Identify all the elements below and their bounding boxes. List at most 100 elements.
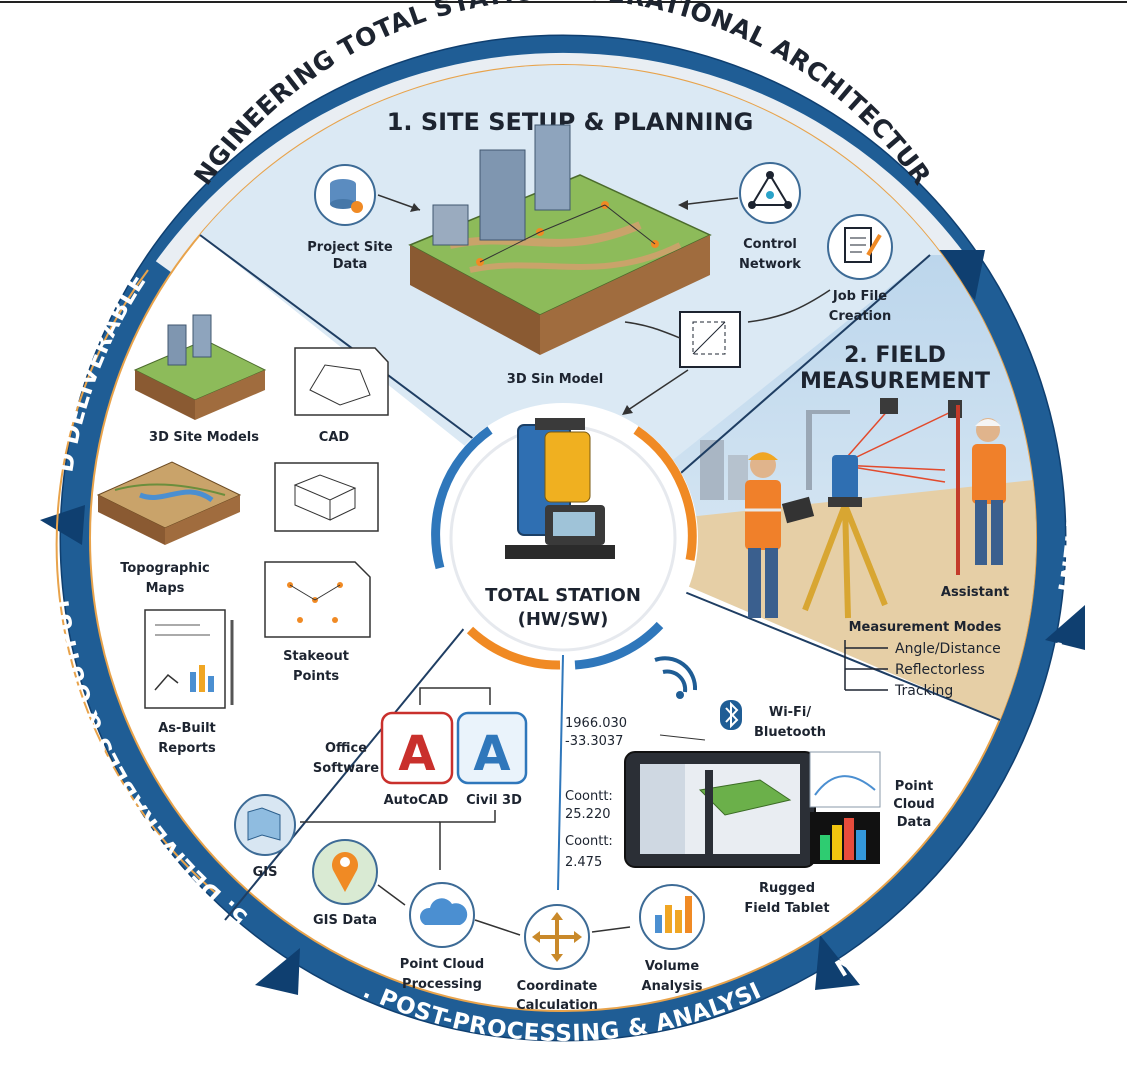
ring-arrow-4 bbox=[255, 948, 300, 995]
section-accent-arc bbox=[55, 269, 219, 896]
coordinate-readout: Coontt: bbox=[565, 789, 613, 804]
point-cloud-processing-label: Processing bbox=[402, 977, 482, 992]
job-file-icon bbox=[827, 214, 893, 280]
flow-arrow bbox=[474, 919, 521, 936]
project-site-data-label: Project Site bbox=[307, 240, 393, 255]
asbuilt-report-icon bbox=[144, 609, 234, 709]
gis-data-icon bbox=[312, 839, 378, 905]
point-cloud-processing-label: Point Cloud bbox=[400, 957, 484, 972]
cloud-icon bbox=[409, 882, 475, 948]
coordinate-calculation-label: Calculation bbox=[516, 998, 598, 1013]
coordinate-readout: 1966.030 bbox=[565, 716, 627, 731]
asbuilt-reports-label: As-Built bbox=[158, 721, 215, 736]
center-title: TOTAL STATION bbox=[485, 585, 641, 606]
control-network-label: Control bbox=[743, 237, 797, 252]
flow-arrow bbox=[377, 884, 406, 906]
mode-tracking: Tracking bbox=[894, 683, 953, 699]
assistant-figure bbox=[956, 405, 1006, 575]
coordinate-icon bbox=[524, 904, 590, 970]
point-cloud-graph bbox=[809, 751, 881, 808]
volume-analysis-label: Analysis bbox=[642, 979, 703, 994]
office-software-label: Office bbox=[325, 741, 367, 756]
rugged-tablet-label: Field Tablet bbox=[744, 901, 829, 916]
point-cloud-data-label: Point bbox=[895, 779, 933, 794]
arrow-head bbox=[678, 200, 688, 210]
cad-drawing-icon bbox=[274, 462, 379, 532]
software-bracket bbox=[419, 687, 491, 705]
measurement-modes-title: Measurement Modes bbox=[849, 620, 1002, 635]
civil3d-label: Civil 3D bbox=[466, 793, 522, 808]
autocad-icon: A bbox=[380, 711, 454, 785]
ring-arrow-2 bbox=[1045, 605, 1085, 650]
civil3d-letter: A bbox=[473, 726, 510, 782]
divider-line bbox=[199, 234, 476, 441]
ring-arrow-3 bbox=[815, 935, 860, 990]
cad-label: CAD bbox=[319, 430, 350, 445]
center-subtitle: (HW/SW) bbox=[518, 609, 609, 630]
bluetooth-icon bbox=[720, 700, 742, 730]
control-network-icon bbox=[739, 162, 801, 224]
point-cloud-data-label: Data bbox=[897, 815, 932, 830]
rugged-tablet-label: Rugged bbox=[759, 881, 815, 896]
coordinate-readout: 2.475 bbox=[565, 855, 602, 870]
flow-arrow bbox=[624, 369, 689, 413]
assistant-label: Assistant bbox=[941, 585, 1009, 600]
job-file-creation-label: Creation bbox=[829, 309, 891, 324]
drawing-sheet-icon bbox=[679, 311, 741, 368]
gis-data-label: GIS Data bbox=[313, 913, 377, 928]
mode-reflectorless: Reflectorless bbox=[895, 662, 985, 678]
3d-site-model bbox=[408, 124, 712, 355]
coordinate-readout: -33.3037 bbox=[565, 734, 623, 749]
coordinate-readout: 25.220 bbox=[565, 807, 611, 822]
point-cloud-heatmap bbox=[810, 812, 880, 864]
divider-line bbox=[649, 254, 931, 501]
building-silhouette bbox=[728, 455, 748, 500]
wifi-bluetooth-label: Wi-Fi/ bbox=[769, 705, 812, 720]
building-silhouette bbox=[700, 440, 724, 500]
mode-angle-distance: Angle/Distance bbox=[895, 641, 1001, 657]
stakeout-points-label: Stakeout bbox=[283, 649, 349, 664]
topographic-maps-label: Maps bbox=[146, 581, 185, 596]
gis-label: GIS bbox=[253, 865, 278, 880]
autocad-label: AutoCAD bbox=[384, 793, 449, 808]
flow-arrow bbox=[624, 321, 681, 339]
cad-document-icon bbox=[294, 347, 389, 416]
modes-bracket bbox=[844, 640, 888, 691]
tripod-instrument bbox=[802, 455, 888, 619]
asbuilt-reports-label: Reports bbox=[158, 741, 216, 756]
stakeout-points-label: Points bbox=[293, 669, 339, 684]
rugged-field-tablet bbox=[624, 751, 816, 868]
flow-arrow bbox=[591, 926, 631, 933]
autocad-letter: A bbox=[398, 726, 435, 782]
crane-silhouette bbox=[806, 410, 812, 490]
job-file-creation-label: Job File bbox=[832, 289, 887, 304]
volume-analysis-label: Volume bbox=[645, 959, 700, 974]
section2-title: MEASUREMENT bbox=[800, 369, 990, 394]
flow-arrow bbox=[679, 197, 739, 206]
readout-leader bbox=[659, 734, 706, 741]
topographic-maps-label: Topographic bbox=[120, 561, 210, 576]
topographic-map-icon bbox=[96, 461, 242, 545]
office-software-label: Software bbox=[313, 761, 379, 776]
gis-icon bbox=[234, 794, 296, 856]
model-label: 3D Sin Model bbox=[507, 372, 603, 387]
site-model-thumbnail bbox=[133, 314, 267, 420]
wifi-icon bbox=[654, 656, 698, 699]
wifi-bluetooth-label: Bluetooth bbox=[754, 725, 826, 740]
ring-arrow-5 bbox=[40, 505, 85, 545]
divider-line bbox=[654, 579, 1001, 721]
arrow-head bbox=[410, 203, 420, 212]
coordinate-calculation-label: Coordinate bbox=[517, 979, 598, 994]
stakeout-sheet-icon bbox=[264, 561, 371, 638]
site-models-label: 3D Site Models bbox=[149, 430, 259, 445]
divider-line bbox=[224, 614, 476, 921]
surveyor-figure bbox=[745, 452, 815, 618]
control-network-label: Network bbox=[739, 257, 801, 272]
section2-title: 2. FIELD bbox=[844, 343, 946, 368]
center-connector bbox=[557, 654, 564, 891]
point-cloud-data-label: Cloud bbox=[893, 797, 935, 812]
volume-chart-icon bbox=[639, 884, 705, 950]
flow-arrow bbox=[747, 289, 831, 323]
database-icon bbox=[314, 164, 376, 226]
